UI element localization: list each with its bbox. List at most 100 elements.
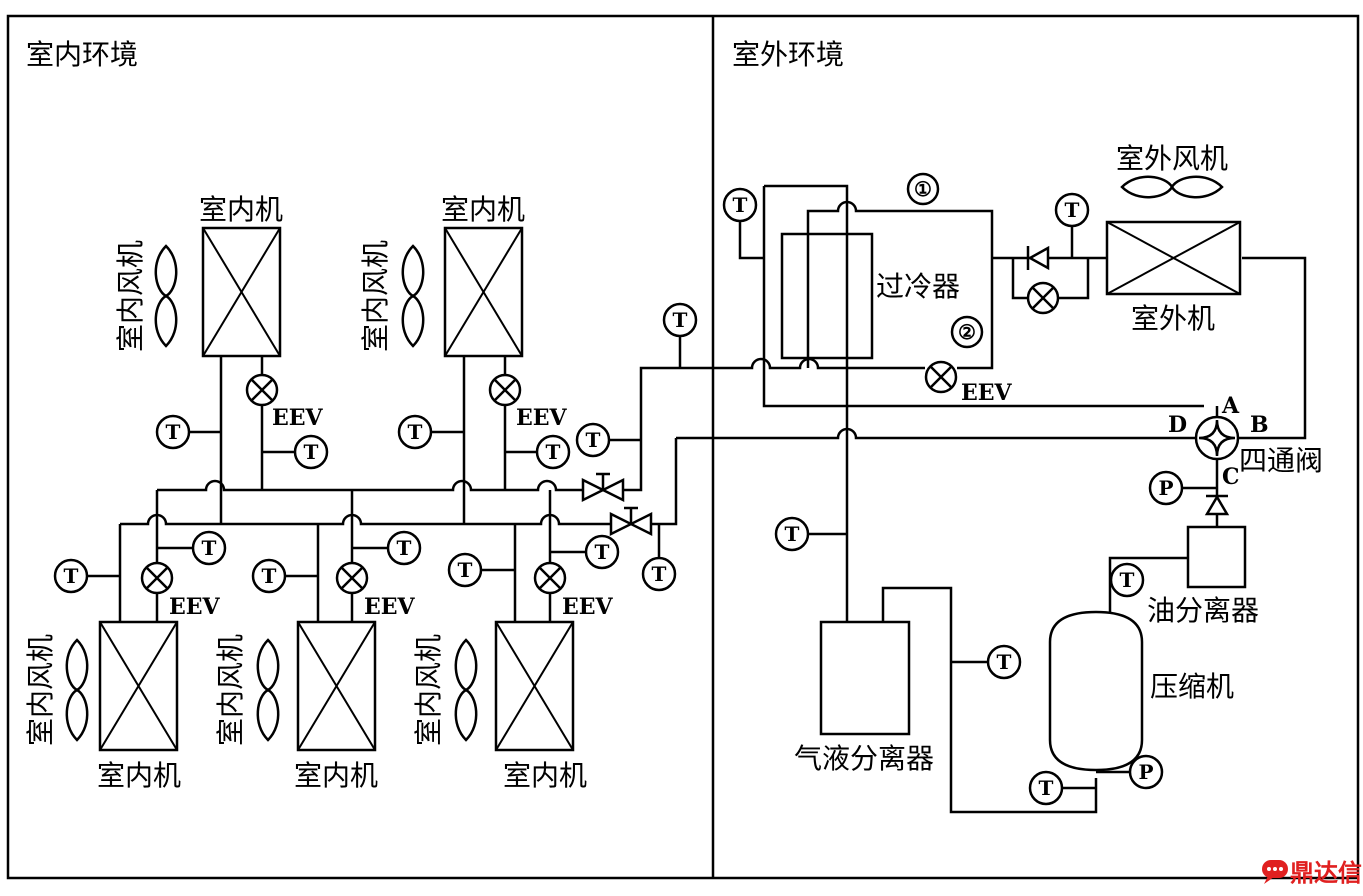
temperature-sensor-icon: T (397, 414, 433, 450)
svg-text:T: T (997, 650, 1012, 674)
svg-text:T: T (397, 536, 412, 560)
four-way-port-d: D (1168, 412, 1187, 438)
eev-label: EEV (562, 594, 614, 620)
eev-valve-icon (245, 373, 279, 407)
oil-separator-label: 油分离器 (1147, 594, 1259, 627)
svg-text:T: T (202, 536, 217, 560)
watermark: 鼎达信 (1262, 859, 1362, 887)
temperature-sensor-icon: T (774, 516, 810, 552)
temperature-sensor-icon: T (191, 530, 227, 566)
svg-text:T: T (1039, 776, 1054, 800)
indoor-fan-icon (154, 244, 178, 348)
indoor-unit-upper-1 (201, 226, 282, 358)
svg-text:T: T (586, 428, 601, 452)
eev-valve-icon (533, 561, 567, 595)
pressure-sensor-icon: P (1128, 754, 1164, 790)
indoor-unit-upper-2 (443, 226, 524, 358)
temperature-sensor-icon: T (575, 422, 611, 458)
four-way-valve-icon (1194, 415, 1240, 461)
svg-text:T: T (546, 440, 561, 464)
indoor-unit-label-upper-1: 室内机 (199, 193, 283, 226)
check-valve-icon (1204, 494, 1230, 516)
eev-label: EEV (961, 380, 1013, 406)
outdoor-piping (676, 184, 1307, 814)
svg-text:②: ② (958, 320, 976, 344)
four-way-port-a: A (1221, 393, 1240, 419)
eev-valve-icon (488, 373, 522, 407)
eev-label: EEV (516, 405, 568, 431)
temperature-sensor-icon: T (662, 302, 698, 338)
svg-text:P: P (1138, 760, 1153, 784)
eev-valve-icon (140, 561, 174, 595)
temperature-sensor-icon: T (986, 644, 1022, 680)
zone-label-outdoor: 室外环境 (732, 38, 844, 71)
svg-text:T: T (595, 540, 610, 564)
svg-text:T: T (1120, 568, 1135, 592)
four-way-valve-label: 四通阀 (1239, 444, 1323, 477)
temperature-sensor-icon: T (584, 534, 620, 570)
eev-valve-icon (924, 360, 958, 394)
temperature-sensor-icon: T (251, 558, 287, 594)
temperature-sensor-icon: T (1054, 192, 1090, 228)
temperature-sensor-icon: T (155, 414, 191, 450)
compressor (1048, 610, 1144, 772)
temperature-sensor-icon: T (641, 556, 677, 592)
eev-label: EEV (272, 405, 324, 431)
outdoor-unit (1105, 220, 1242, 296)
svg-text:T: T (304, 440, 319, 464)
indoor-unit-lower-3 (494, 620, 575, 752)
indoor-unit-label-upper-2: 室内机 (441, 193, 525, 226)
indoor-unit-lower-1 (98, 620, 179, 752)
temperature-sensor-icon: T (293, 434, 329, 470)
indoor-fan-label: 室内风机 (24, 634, 57, 746)
indoor-fan-icon (401, 244, 425, 348)
pressure-sensor-icon: P (1148, 470, 1184, 506)
zone-label-indoor: 室内环境 (26, 38, 138, 71)
circuit-2-marker: ② (950, 315, 984, 349)
eev-label: EEV (169, 594, 221, 620)
indoor-piping (88, 336, 847, 622)
svg-text:T: T (1065, 198, 1080, 222)
svg-text:T: T (408, 420, 423, 444)
svg-text:T: T (64, 564, 79, 588)
temperature-sensor-icon: T (1028, 770, 1064, 806)
temperature-sensor-icon: T (535, 434, 571, 470)
check-valve-icon (1026, 245, 1050, 271)
stop-valve-icon (609, 506, 653, 537)
eev-valve-icon (1026, 281, 1060, 315)
svg-text:T: T (652, 562, 667, 586)
gas-liquid-separator (819, 620, 911, 736)
indoor-unit-lower-2 (296, 620, 377, 752)
indoor-fan-icon (454, 638, 478, 742)
temperature-sensor-icon: T (386, 530, 422, 566)
svg-text:T: T (458, 558, 473, 582)
eev-label: EEV (364, 594, 416, 620)
compressor-label: 压缩机 (1150, 670, 1234, 703)
svg-text:T: T (166, 420, 181, 444)
indoor-fan-label: 室内风机 (359, 240, 392, 352)
gas-liquid-separator-label: 气液分离器 (794, 742, 934, 775)
circuit-1-marker: ① (906, 172, 940, 206)
indoor-fan-icon (65, 638, 89, 742)
indoor-fan-label: 室内风机 (214, 634, 247, 746)
indoor-unit-label-lower-3: 室内机 (503, 759, 587, 792)
four-way-port-b: B (1250, 412, 1269, 438)
indoor-fan-label: 室内风机 (412, 634, 445, 746)
four-way-port-c: C (1222, 464, 1240, 490)
outdoor-fan-icon (1120, 175, 1224, 199)
temperature-sensor-icon: T (447, 552, 483, 588)
temperature-sensor-icon: T (1109, 562, 1145, 598)
temperature-sensor-icon: T (53, 558, 89, 594)
svg-text:P: P (1158, 476, 1173, 500)
svg-text:①: ① (914, 177, 932, 201)
eev-valve-icon (335, 561, 369, 595)
indoor-unit-label-lower-2: 室内机 (294, 759, 378, 792)
indoor-unit-label-lower-1: 室内机 (97, 759, 181, 792)
temperature-sensor-icon: T (722, 187, 758, 223)
subcooler-label: 过冷器 (876, 270, 960, 303)
diagram-frame (6, 14, 1360, 880)
speech-bubble-logo-icon (1262, 860, 1288, 884)
indoor-fan-label: 室内风机 (114, 240, 147, 352)
svg-text:T: T (785, 522, 800, 546)
